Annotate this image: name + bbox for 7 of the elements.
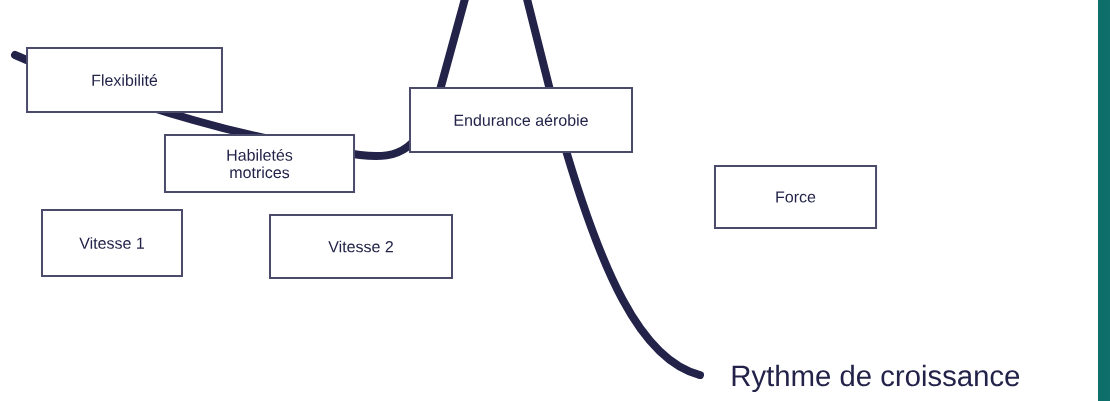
text-box: Habiletés motrices [164,133,356,194]
text-box: Endurance aérobie [409,87,633,153]
text-box: Vitesse 2 [269,214,453,279]
curve-label: Rythme de croissance [732,364,1020,393]
text-box: Vitesse 1 [41,209,183,277]
text-box: Force [714,165,878,229]
text-box: Flexibilité [26,47,223,113]
